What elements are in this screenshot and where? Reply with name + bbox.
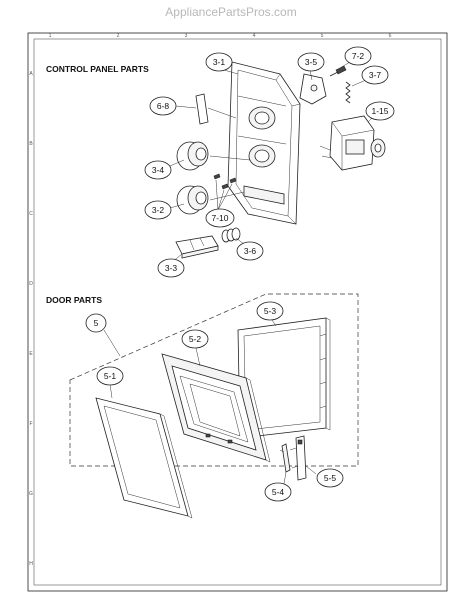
bracket-part [299,73,327,105]
callout-3-4: 3-4 [144,160,172,180]
callout-label: 1-15 [371,106,388,116]
callout-1-15: 1-15 [365,101,395,121]
spring-part [345,81,351,104]
small-screws-part [213,173,237,190]
grid-top-labels: 1 2 3 4 5 6 [49,33,392,39]
diagram-frame [27,32,448,592]
callout-5-5: 5-5 [316,468,344,488]
switch-assembly-part [319,115,386,171]
callout-3-1: 3-1 [205,52,233,72]
callout-3-3: 3-3 [157,258,185,278]
diagram-inner-frame [33,38,442,586]
door-section-title: DOOR PARTS [46,295,102,305]
callout-label: 7-10 [211,213,228,223]
callout-label: 3-4 [152,165,165,175]
button-part [175,235,219,259]
grid-label-top: 1 [49,33,52,39]
callout-6-8: 6-8 [149,96,177,116]
callout-3-7: 3-7 [361,65,389,85]
door-glass-panel [95,397,193,519]
grid-label-left: D [29,281,33,287]
grid-label-left: E [29,351,33,357]
label-plate-part [195,93,209,125]
control-panel-leader-lines [169,61,375,263]
screw-part [329,65,347,77]
door-leader-lines [103,319,317,485]
callout-5-4: 5-4 [264,482,292,502]
callout-label: 3-6 [244,246,257,256]
callout-7-2: 7-2 [344,46,372,66]
callout-label: 5-4 [272,487,285,497]
callout-label: 5-3 [264,306,277,316]
grid-label-top: 6 [389,33,392,39]
grid-label-left: G [29,491,33,497]
callout-3-5: 3-5 [297,52,325,72]
grid-label-top: 4 [253,33,256,39]
grid-label-left: B [29,141,33,147]
callout-5: 5 [85,313,107,333]
callout-label: 3-1 [213,57,226,67]
callout-label: 3-3 [165,263,178,273]
hinge-pin-part [279,443,291,473]
grid-label-top: 5 [321,33,324,39]
control-panel-section-title: CONTROL PANEL PARTS [46,64,149,74]
callout-label: 5-2 [189,334,202,344]
grid-label-left: H [29,561,33,567]
grid-label-left: C [29,211,33,217]
door-assembly-boundary [69,293,359,467]
callout-label: 5 [94,318,99,328]
grid-label-left: A [29,71,33,77]
door-frame-part [161,353,271,463]
callout-label: 3-5 [305,57,318,67]
callout-label: 5-1 [104,371,117,381]
grid-label-left: F [29,421,32,427]
callout-5-3: 5-3 [256,301,284,321]
callout-label: 5-5 [324,473,337,483]
watermark-text: AppliancePartsPros.com [165,5,296,19]
callout-label: 6-8 [157,101,170,111]
grid-label-top: 2 [117,33,120,39]
callout-label: 3-7 [369,70,382,80]
callout-7-10: 7-10 [205,208,235,228]
callout-label: 7-2 [352,51,365,61]
knob-upper-part [176,141,209,171]
grid-label-top: 3 [185,33,188,39]
control-panel-frame [227,61,301,225]
callout-label: 3-2 [152,205,165,215]
grid-left-labels: A B C D E F G H [29,71,33,567]
callout-3-6: 3-6 [236,241,264,261]
callout-3-2: 3-2 [144,200,172,220]
knob-lower-part [176,185,209,215]
callout-5-1: 5-1 [96,366,124,386]
coil-spring-part [221,227,241,243]
door-latch-part [289,435,307,481]
callout-5-2: 5-2 [181,329,209,349]
